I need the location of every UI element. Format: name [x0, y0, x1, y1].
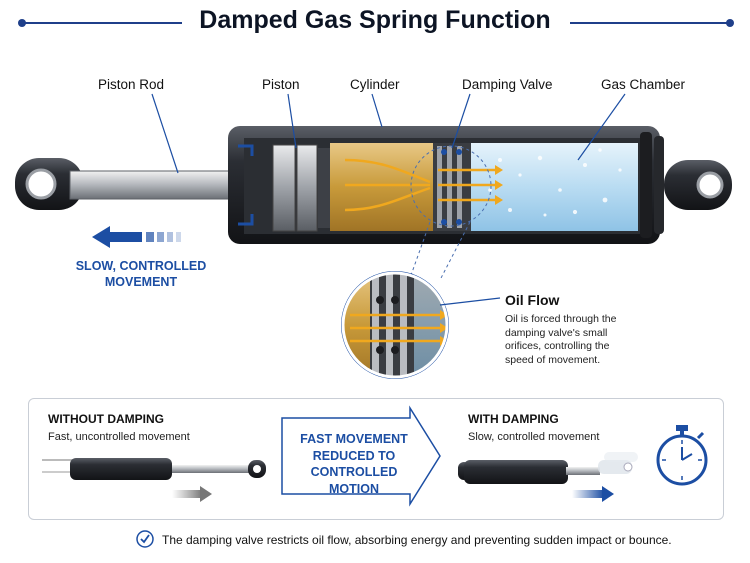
label-leaders — [151, 93, 626, 174]
arrow-right-blue-icon — [572, 486, 614, 502]
label-gas-chamber: Gas Chamber — [601, 77, 686, 92]
slow-movement-label: SLOW, CONTROLLED MOVEMENT — [75, 259, 207, 289]
footer-note: The damping valve restricts oil flow, ab… — [162, 533, 672, 547]
label-piston: Piston — [262, 77, 300, 92]
label-damping-valve: Damping Valve — [462, 77, 553, 92]
label-cylinder: Cylinder — [350, 77, 400, 92]
valve-highlight — [410, 145, 492, 227]
piston-shape — [272, 144, 330, 232]
with-damping-title: WITH DAMPING — [468, 412, 559, 426]
without-damping-subtitle: Fast, uncontrolled movement — [48, 431, 190, 443]
check-circle-icon — [136, 530, 154, 548]
with-damping-subtitle: Slow, controlled movement — [468, 431, 600, 443]
body-eye-end — [664, 160, 732, 210]
damped-spring — [458, 452, 638, 484]
oil-flow-title: Oil Flow — [505, 292, 560, 308]
undamped-spring — [42, 458, 266, 480]
fast-to-controlled-arrow — [281, 405, 441, 507]
title-dot-right — [726, 19, 734, 27]
arrow-right-icon — [172, 486, 212, 502]
oil-flow-arrowheads — [495, 165, 503, 205]
title-line-right — [570, 22, 730, 24]
oil-flow-arrows — [344, 158, 495, 212]
page-title: Damped Gas Spring Function — [199, 6, 551, 34]
slow-movement-arrow — [92, 226, 181, 248]
gas-bubbles — [488, 148, 622, 217]
damping-valve-shape — [433, 143, 471, 231]
label-piston-rod: Piston Rod — [98, 77, 165, 92]
title-dot-left — [18, 19, 26, 27]
oil-flow-description: Oil is forced through the damping valve'… — [505, 313, 617, 366]
title-line-left — [22, 22, 182, 24]
fast-to-controlled-label: FAST MOVEMENT REDUCED TO CONTROLLED MOTI… — [300, 432, 408, 496]
stopwatch-icon — [656, 425, 708, 486]
without-damping-title: WITHOUT DAMPING — [48, 412, 164, 426]
rod-eye-end — [15, 158, 83, 210]
